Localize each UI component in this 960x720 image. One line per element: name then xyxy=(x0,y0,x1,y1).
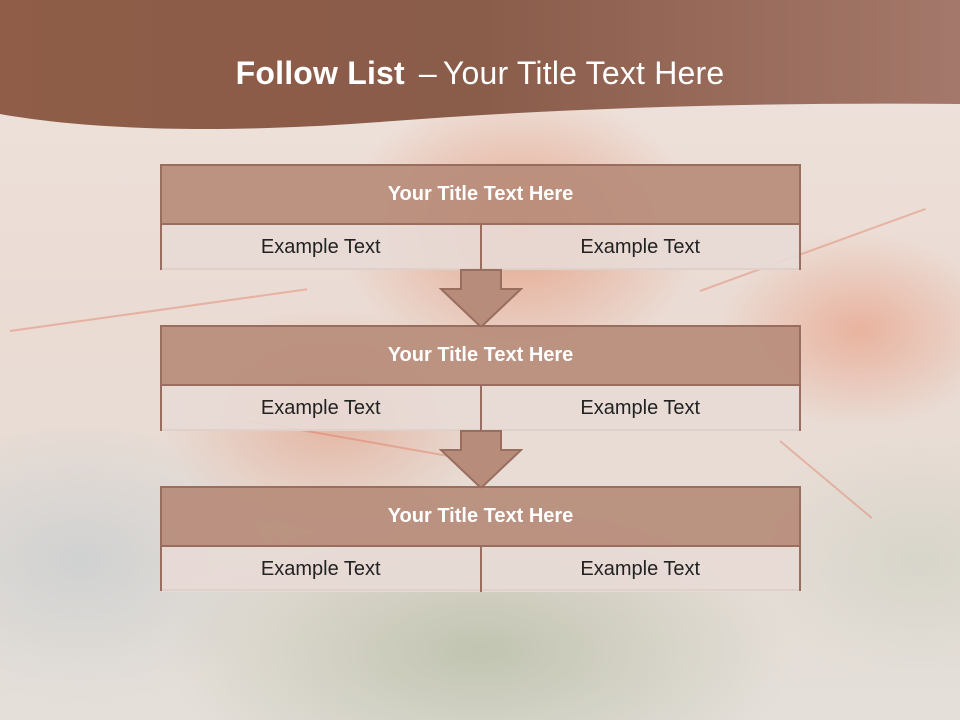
slide-title: Follow List–Your Title Text Here xyxy=(0,55,960,92)
step-left-text: Example Text xyxy=(162,547,480,592)
step-right-text: Example Text xyxy=(479,225,799,270)
down-arrow-icon xyxy=(439,430,523,490)
title-dash: – xyxy=(418,55,437,91)
step-block-2: Your Title Text Here Example Text Exampl… xyxy=(160,325,801,431)
down-arrow-icon xyxy=(439,269,523,329)
step-left-text: Example Text xyxy=(162,225,480,270)
step-block-1: Your Title Text Here Example Text Exampl… xyxy=(160,164,801,270)
title-rest: Your Title Text Here xyxy=(442,55,725,91)
title-bold: Follow List xyxy=(235,55,405,91)
step-title: Your Title Text Here xyxy=(162,327,799,386)
step-right-text: Example Text xyxy=(479,386,799,431)
step-left-text: Example Text xyxy=(162,386,480,431)
step-block-3: Your Title Text Here Example Text Exampl… xyxy=(160,486,801,592)
step-title: Your Title Text Here xyxy=(162,166,799,225)
step-right-text: Example Text xyxy=(479,547,799,592)
header-band xyxy=(0,0,960,129)
step-title: Your Title Text Here xyxy=(162,488,799,547)
